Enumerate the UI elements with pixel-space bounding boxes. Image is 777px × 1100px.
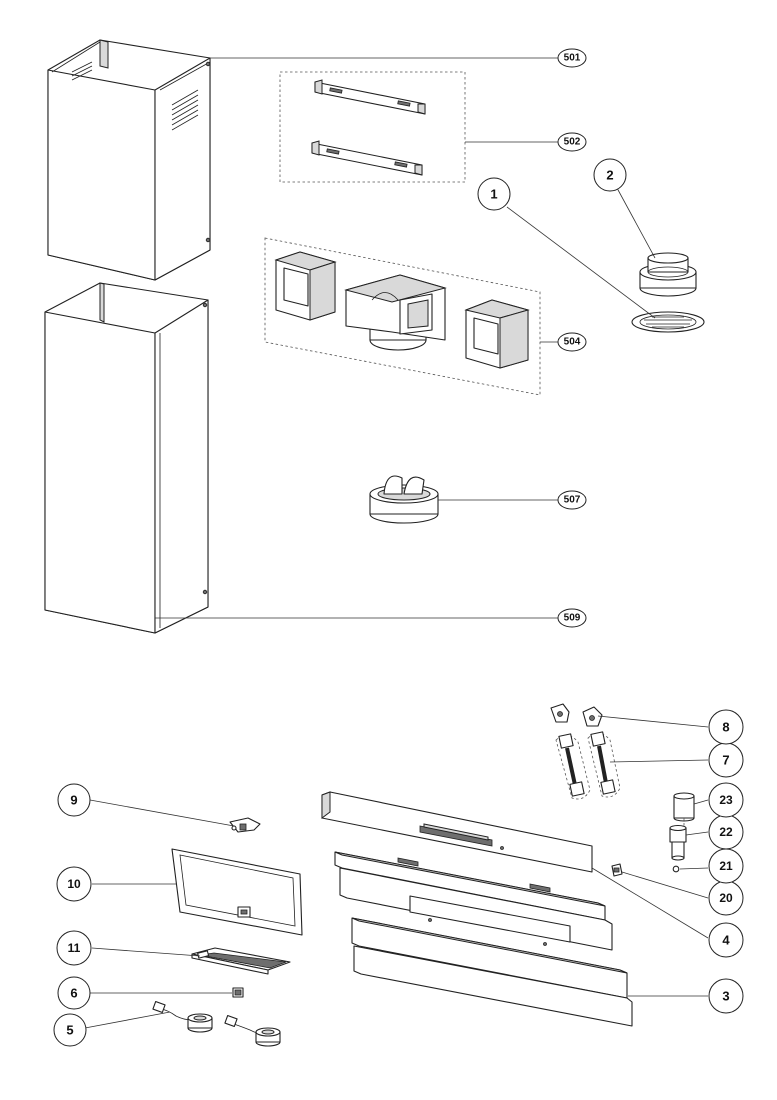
part-7-gas-struts bbox=[555, 731, 621, 800]
callout-23: 23 bbox=[708, 782, 744, 818]
callout-8-label: 8 bbox=[722, 720, 729, 735]
callout-23-label: 23 bbox=[719, 793, 733, 807]
callout-504-label: 504 bbox=[564, 337, 581, 348]
part-6-switch bbox=[232, 987, 244, 998]
callout-4: 4 bbox=[708, 922, 744, 958]
callout-10-label: 10 bbox=[67, 877, 81, 891]
callout-6: 6 bbox=[57, 976, 91, 1010]
part-8-hinges bbox=[550, 703, 603, 727]
callout-7: 7 bbox=[708, 742, 744, 778]
part-11-light-cover bbox=[191, 947, 291, 975]
part-507-backdraft-valve bbox=[369, 475, 439, 524]
part-21-ring bbox=[672, 865, 680, 873]
vent-slots-back bbox=[71, 61, 93, 81]
callout-504: 504 bbox=[557, 332, 587, 352]
part-22-adapter bbox=[669, 824, 687, 861]
duct-square-left bbox=[274, 251, 337, 321]
callout-1-label: 1 bbox=[490, 187, 497, 202]
callout-20: 20 bbox=[708, 880, 744, 916]
part-502-brackets bbox=[279, 71, 466, 183]
part-5-lamps bbox=[152, 1000, 281, 1047]
part-4-control-panel bbox=[321, 791, 593, 873]
callout-20-label: 20 bbox=[719, 891, 733, 905]
callout-509: 509 bbox=[557, 608, 587, 628]
part-2-outlet-flange bbox=[639, 252, 697, 297]
part-9-clip bbox=[229, 817, 261, 833]
part-23-sleeve bbox=[673, 792, 695, 828]
callout-509-label: 509 bbox=[564, 613, 581, 624]
callout-2-label: 2 bbox=[606, 168, 613, 183]
bracket-lower bbox=[311, 140, 423, 176]
callout-502-label: 502 bbox=[564, 137, 581, 148]
callout-8: 8 bbox=[708, 709, 744, 745]
leader-lines bbox=[84, 57, 709, 1029]
callout-9-label: 9 bbox=[70, 793, 77, 808]
callout-4-label: 4 bbox=[722, 933, 730, 948]
callout-5: 5 bbox=[53, 1013, 87, 1047]
callout-501-label: 501 bbox=[564, 53, 581, 64]
duct-square-right bbox=[464, 299, 530, 369]
callout-501: 501 bbox=[557, 48, 587, 68]
vent-slots-side bbox=[171, 89, 199, 131]
callout-507: 507 bbox=[557, 490, 587, 510]
callout-7-label: 7 bbox=[722, 753, 729, 768]
callout-3-label: 3 bbox=[722, 989, 729, 1004]
callout-11: 11 bbox=[56, 930, 92, 966]
callout-22: 22 bbox=[708, 814, 744, 850]
callout-11-label: 11 bbox=[68, 941, 81, 955]
part-10-grease-filter bbox=[171, 848, 303, 936]
callout-9: 9 bbox=[57, 783, 91, 817]
callout-10: 10 bbox=[56, 866, 92, 902]
callout-1: 1 bbox=[477, 177, 511, 211]
callout-2: 2 bbox=[593, 158, 627, 192]
part-3-glass-panels bbox=[334, 851, 633, 1027]
callout-3: 3 bbox=[708, 978, 744, 1014]
callout-5-label: 5 bbox=[66, 1023, 73, 1038]
callout-502: 502 bbox=[557, 132, 587, 152]
callout-6-label: 6 bbox=[70, 986, 77, 1001]
callout-21: 21 bbox=[708, 848, 744, 884]
part-501-upper-chimney bbox=[47, 39, 211, 281]
part-1-grille bbox=[631, 311, 705, 333]
part-509-lower-chimney bbox=[44, 282, 209, 634]
callout-21-label: 21 bbox=[719, 859, 733, 873]
part-504-duct-adapters bbox=[264, 237, 541, 396]
part-20-clip bbox=[611, 863, 623, 877]
callout-507-label: 507 bbox=[564, 495, 581, 506]
bracket-upper bbox=[314, 79, 426, 115]
callout-22-label: 22 bbox=[719, 825, 733, 839]
duct-tee-center bbox=[344, 274, 447, 351]
